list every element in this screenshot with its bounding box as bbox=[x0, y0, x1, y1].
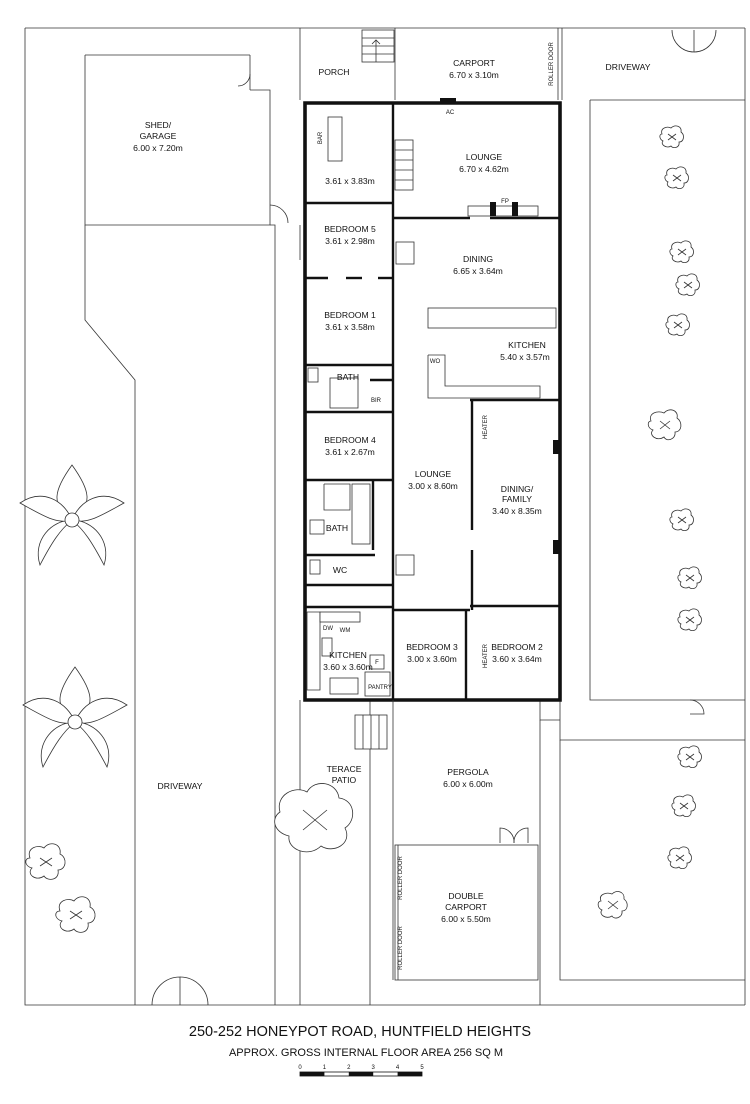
heater-label-2: HEATER bbox=[483, 643, 489, 668]
driveway-top-label: DRIVEWAY bbox=[606, 62, 651, 72]
wo-label: WO bbox=[430, 359, 441, 365]
shrub-icon bbox=[667, 846, 692, 870]
shrub-icon bbox=[25, 843, 66, 880]
shrub-icon bbox=[665, 313, 690, 337]
porch-steps bbox=[361, 29, 395, 63]
bedroom-3-label: BEDROOM 3 bbox=[406, 642, 458, 652]
kitchen-2-label: KITCHEN bbox=[329, 650, 367, 660]
heater-label: HEATER bbox=[483, 414, 489, 439]
shrub-icon bbox=[671, 794, 696, 818]
shrub-icon bbox=[274, 783, 353, 853]
shrub-icon bbox=[677, 566, 702, 590]
shed-label: SHED/ bbox=[145, 120, 172, 130]
bedroom-4-label: BEDROOM 4 bbox=[324, 435, 376, 445]
scale-tick-label: 0 bbox=[298, 1065, 302, 1071]
lounge-2-size: 3.00 x 8.60m bbox=[408, 481, 458, 491]
scale-tick-label: 3 bbox=[372, 1065, 376, 1071]
fixture-labels: ROLLER DOOR ROLLER DOOR ROLLER DOOR AC F… bbox=[318, 42, 555, 970]
scale-bar bbox=[299, 1071, 423, 1077]
internal-stairs bbox=[394, 139, 414, 191]
flower-icon bbox=[19, 464, 125, 567]
room-labels: SHED/ GARAGE 6.00 x 7.20m PORCH CARPORT … bbox=[133, 58, 651, 924]
scale-tick-label: 2 bbox=[347, 1065, 351, 1071]
carport-label: CARPORT bbox=[453, 58, 496, 68]
shrub-icon bbox=[659, 125, 684, 149]
shrub-icon bbox=[669, 508, 694, 532]
terrace-label: TERACE bbox=[327, 764, 362, 774]
shrub-icon bbox=[677, 745, 702, 769]
double-carport-label: DOUBLE bbox=[448, 891, 484, 901]
dining-family-label-2: FAMILY bbox=[502, 494, 532, 504]
f-label: F bbox=[375, 660, 379, 666]
ac-label: AC bbox=[446, 110, 455, 116]
scale-tick-label: 4 bbox=[396, 1065, 400, 1071]
scale-tick-labels: 0 1 2 3 4 5 bbox=[298, 1065, 424, 1071]
driveway-left-label: DRIVEWAY bbox=[158, 781, 203, 791]
flower-icon bbox=[22, 666, 128, 769]
wc-label: WC bbox=[333, 565, 347, 575]
title-block: 250-252 HONEYPOT ROAD, HUNTFIELD HEIGHTS… bbox=[189, 1024, 531, 1077]
double-carport-label-2: CARPORT bbox=[445, 902, 488, 912]
bar-label: BAR bbox=[318, 131, 324, 144]
bath-1-label: BATH bbox=[337, 372, 359, 382]
carport-size: 6.70 x 3.10m bbox=[449, 70, 499, 80]
bedroom-1-size: 3.61 x 3.58m bbox=[325, 322, 375, 332]
site-lines bbox=[24, 27, 746, 1006]
dw-label: DW bbox=[323, 626, 333, 632]
interior-walls bbox=[305, 103, 560, 700]
outbuildings bbox=[392, 700, 539, 981]
kitchen-2-size: 3.60 x 3.60m bbox=[323, 662, 373, 672]
shrub-icon bbox=[669, 240, 694, 264]
shrub-icon bbox=[55, 896, 96, 933]
bir-label: BIR bbox=[371, 398, 382, 404]
shrub-icon bbox=[597, 891, 628, 919]
pantry-label: PANTRY bbox=[368, 685, 392, 691]
bedroom-2-size: 3.60 x 3.64m bbox=[492, 654, 542, 664]
roller-door-label-3: ROLLER DOOR bbox=[398, 926, 404, 970]
pergola-label: PERGOLA bbox=[447, 767, 489, 777]
shed-size: 6.00 x 7.20m bbox=[133, 143, 183, 153]
porch-label: PORCH bbox=[318, 67, 349, 77]
bedroom-4-size: 3.61 x 2.67m bbox=[325, 447, 375, 457]
dining-1-size: 6.65 x 3.64m bbox=[453, 266, 503, 276]
scale-tick-label: 1 bbox=[323, 1065, 327, 1071]
fp-label: FP bbox=[501, 199, 509, 205]
shrub-icon bbox=[647, 409, 682, 441]
double-carport-size: 6.00 x 5.50m bbox=[441, 914, 491, 924]
shrub-icon bbox=[677, 608, 702, 632]
patio-label: PATIO bbox=[332, 775, 357, 785]
scale-tick-label: 5 bbox=[420, 1065, 424, 1071]
bedroom-1-label: BEDROOM 1 bbox=[324, 310, 376, 320]
dining-family-label: DINING/ bbox=[501, 484, 534, 494]
kitchen-1-label: KITCHEN bbox=[508, 340, 546, 350]
kitchen-1-size: 5.40 x 3.57m bbox=[500, 352, 550, 362]
internal-fixtures bbox=[306, 98, 560, 697]
address-title: 250-252 HONEYPOT ROAD, HUNTFIELD HEIGHTS bbox=[189, 1024, 531, 1040]
lounge-2-label: LOUNGE bbox=[415, 469, 452, 479]
shrub-icon bbox=[675, 273, 700, 297]
shrub-icon bbox=[664, 166, 689, 190]
bedroom-2-label: BEDROOM 2 bbox=[491, 642, 543, 652]
bath-2-label: BATH bbox=[326, 523, 348, 533]
lounge-1-label: LOUNGE bbox=[466, 152, 503, 162]
room-top-left-size: 3.61 x 3.83m bbox=[325, 176, 375, 186]
bedroom-3-size: 3.00 x 3.60m bbox=[407, 654, 457, 664]
bedroom-5-label: BEDROOM 5 bbox=[324, 224, 376, 234]
terrace-steps bbox=[354, 714, 388, 750]
lounge-1-size: 6.70 x 4.62m bbox=[459, 164, 509, 174]
dining-1-label: DINING bbox=[463, 254, 493, 264]
bedroom-5-size: 3.61 x 2.98m bbox=[325, 236, 375, 246]
floor-area-text: APPROX. GROSS INTERNAL FLOOR AREA 256 SQ… bbox=[229, 1047, 503, 1059]
roller-door-label-2: ROLLER DOOR bbox=[398, 856, 404, 900]
landscaping bbox=[19, 125, 702, 933]
house-walls bbox=[303, 101, 562, 702]
roller-door-label: ROLLER DOOR bbox=[549, 42, 555, 86]
dining-family-size: 3.40 x 8.35m bbox=[492, 506, 542, 516]
shed-label-2: GARAGE bbox=[140, 131, 177, 141]
pergola-size: 6.00 x 6.00m bbox=[443, 779, 493, 789]
wm-label: WM bbox=[340, 628, 351, 634]
